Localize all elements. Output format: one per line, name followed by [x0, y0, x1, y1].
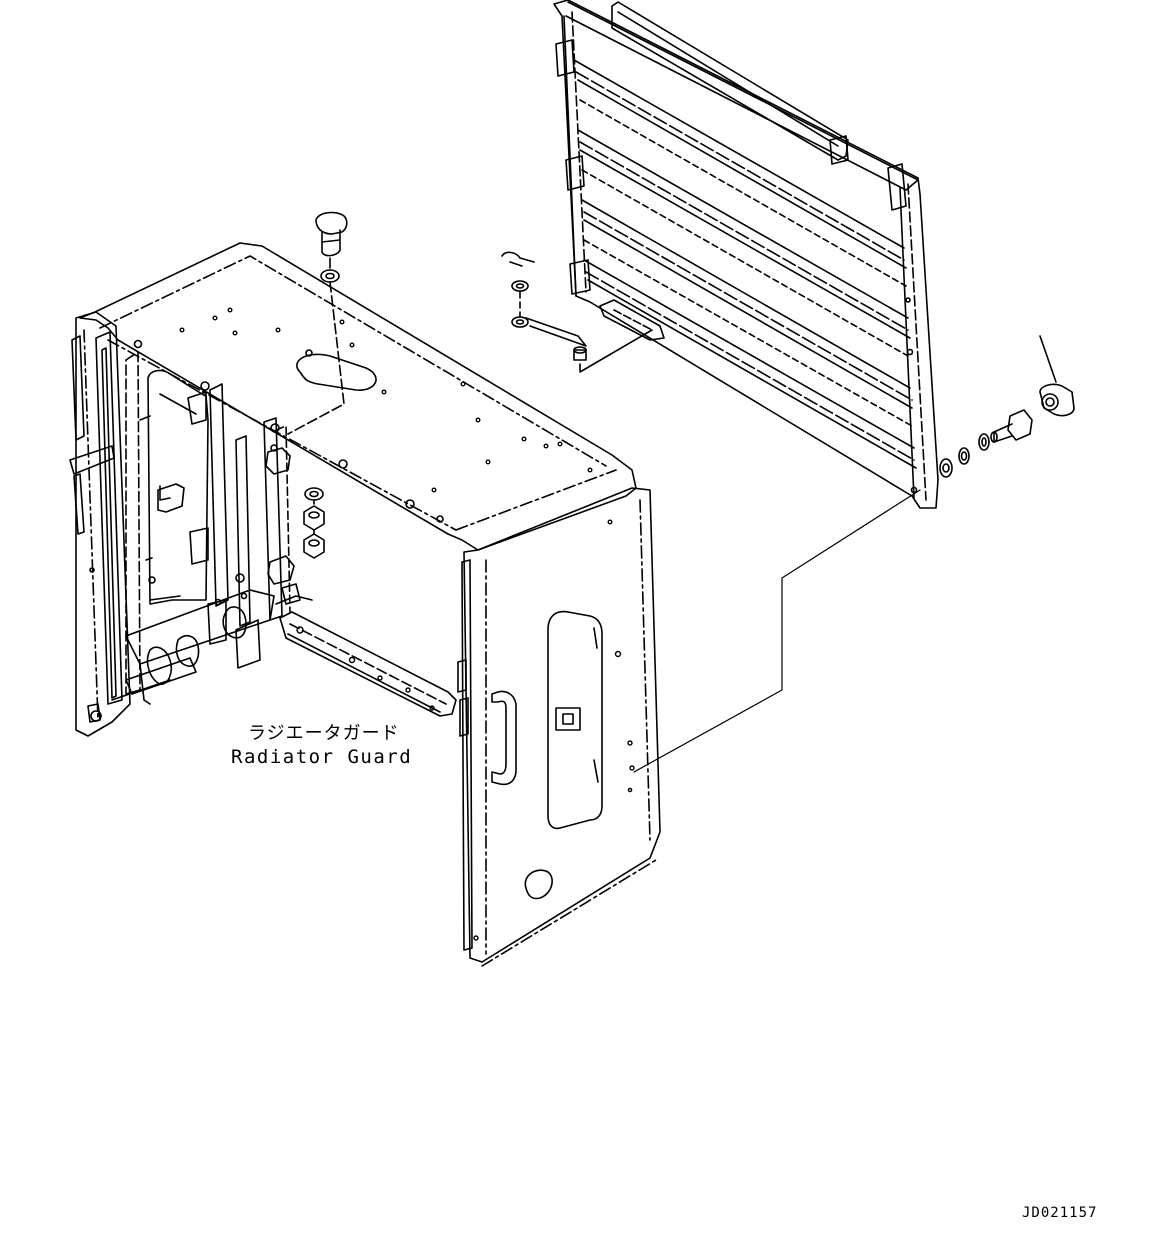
callout-english: Radiator Guard [231, 746, 413, 768]
top-panel-holes [180, 308, 592, 492]
side-washers-and-nuts [304, 488, 324, 558]
top-bolt [316, 213, 347, 256]
side-fastener-leader [634, 490, 920, 772]
side-washers [940, 434, 989, 477]
pin-and-link [502, 252, 652, 372]
top-washer [321, 270, 339, 282]
radiator-guard-screen [554, 0, 938, 508]
top-bolt-leader [288, 258, 344, 434]
screen-slats [574, 60, 916, 468]
callout-japanese: ラジエータガード [248, 723, 400, 744]
drawing-number: JD021157 [1022, 1205, 1098, 1221]
top-edge-fasteners [135, 341, 444, 523]
radiator-guard-box [70, 243, 660, 966]
side-bolt [991, 410, 1032, 442]
cylindrical-spacer [1040, 336, 1074, 416]
